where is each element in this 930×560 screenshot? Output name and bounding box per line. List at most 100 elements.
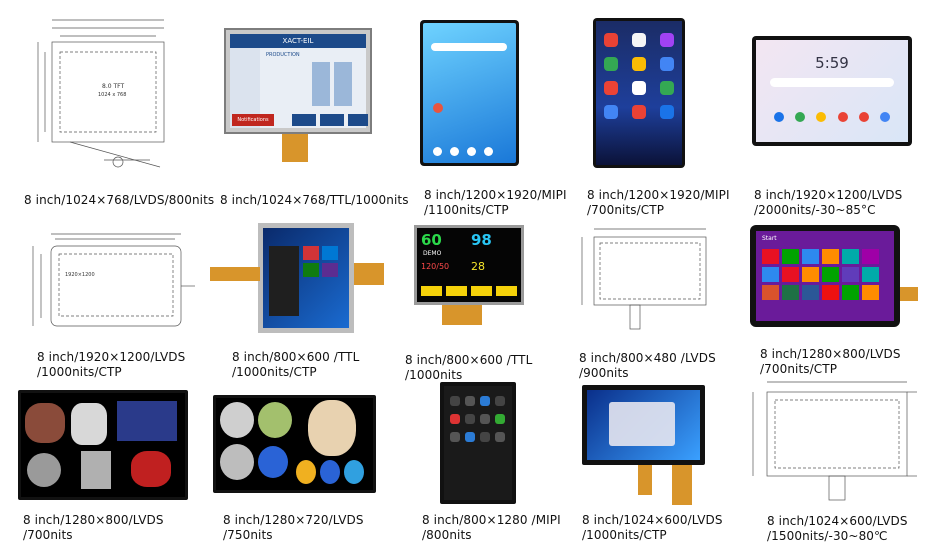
product-caption: 8 inch/1920×1200/LVDS /1000nits/CTP bbox=[37, 350, 186, 379]
product-caption: 8 inch/1920×1200/LVDS /2000nits/-30~85°C bbox=[754, 188, 903, 217]
product-tile-9[interactable]: 8 inch/800×480 /LVDS /900nits bbox=[570, 225, 740, 385]
search-bar bbox=[770, 78, 894, 87]
product-tile-13[interactable]: 8 inch/800×1280 /MIPI /800nits bbox=[420, 380, 570, 555]
windows-screen bbox=[587, 390, 700, 460]
imaging-screen bbox=[21, 393, 185, 497]
product-tile-14[interactable]: 8 inch/1024×600/LVDS /1000nits/CTP bbox=[582, 385, 747, 555]
product-caption: 8 inch/1024×768/LVDS/800nits bbox=[24, 193, 215, 207]
tft-label: 8.0 TFT bbox=[102, 83, 124, 90]
action-btn bbox=[348, 114, 368, 126]
product-caption: 8 inch/800×600 /TTL /1000nits/CTP bbox=[232, 350, 360, 379]
scan-image bbox=[320, 460, 340, 484]
product-tile-8[interactable]: 60 98 DEMO 120/50 28 8 inch/800×600 /TTL… bbox=[402, 225, 577, 385]
tiles bbox=[303, 246, 338, 277]
hr-value: 60 bbox=[421, 231, 442, 249]
product-photo bbox=[440, 382, 516, 504]
product-photo bbox=[420, 20, 519, 166]
app-grid bbox=[450, 396, 506, 442]
product-caption: 8 inch/1280×800/LVDS /700nits/CTP bbox=[760, 347, 901, 376]
scan-image bbox=[27, 453, 61, 487]
product-drawing bbox=[745, 378, 920, 508]
control-bar bbox=[421, 286, 517, 296]
clock-text: 5:59 bbox=[815, 54, 849, 72]
windows-screen: Start bbox=[756, 231, 894, 321]
product-photo: Start bbox=[750, 225, 900, 327]
scan-image bbox=[131, 451, 171, 487]
product-tile-1[interactable]: 8.0 TFT 1024 x 768 8 inch/1024×768/LVDS/… bbox=[10, 12, 214, 212]
app-grid bbox=[604, 33, 674, 119]
product-photo: 5:59 bbox=[752, 36, 912, 146]
product-drawing bbox=[570, 225, 715, 335]
product-caption: 8 inch/800×600 /TTL /1000nits bbox=[405, 353, 533, 382]
product-tile-2[interactable]: XACT-EIL PRODUCTION Notifications 8 inch… bbox=[220, 28, 410, 218]
product-tile-6[interactable]: 1920×1200 8 inch/1920×1200/LVDS /1000nit… bbox=[15, 228, 205, 383]
product-caption: 8 inch/1024×768/TTL/1000nits bbox=[220, 193, 409, 207]
product-caption: 8 inch/1200×1920/MIPI /700nits/CTP bbox=[587, 188, 730, 217]
product-caption: 8 inch/800×480 /LVDS /900nits bbox=[579, 351, 716, 380]
gauge-left bbox=[312, 62, 330, 106]
dimension-drawing bbox=[752, 381, 917, 501]
action-btn bbox=[292, 114, 316, 126]
product-tile-5[interactable]: 5:59 8 inch/1920×1200/LVDS /2000nits/-30… bbox=[752, 36, 927, 221]
fpc-cable bbox=[442, 305, 482, 325]
start-label: Start bbox=[762, 235, 777, 242]
dimension-drawing: 8.0 TFT 1024 x 768 bbox=[37, 19, 165, 168]
app-icon bbox=[433, 103, 443, 113]
spo2-value: 98 bbox=[471, 231, 492, 249]
notifications-button: Notifications bbox=[232, 114, 274, 126]
demo-label: DEMO bbox=[423, 250, 442, 257]
ui-screen: XACT-EIL PRODUCTION Notifications bbox=[230, 34, 368, 128]
dock bbox=[774, 112, 890, 122]
start-menu bbox=[269, 246, 299, 316]
fpc-tail bbox=[900, 287, 918, 301]
scan-image bbox=[220, 402, 254, 438]
product-photo bbox=[18, 390, 188, 500]
product-tile-4[interactable]: 8 inch/1200×1920/MIPI /700nits/CTP bbox=[585, 18, 735, 218]
product-caption: 8 inch/1200×1920/MIPI /1100nits/CTP bbox=[424, 188, 567, 217]
start-menu bbox=[609, 402, 675, 446]
android-screen bbox=[423, 23, 516, 163]
tiles bbox=[762, 249, 879, 300]
production-label: PRODUCTION bbox=[266, 52, 300, 58]
product-caption: 8 inch/1024×600/LVDS /1000nits/CTP bbox=[582, 513, 723, 542]
scan-image bbox=[81, 451, 111, 489]
scan-image bbox=[258, 402, 292, 438]
product-caption: 8 inch/800×1280 /MIPI /800nits bbox=[422, 513, 561, 542]
product-tile-10[interactable]: Start 8 inch/1280×800/LVDS /700nits/CTP bbox=[750, 225, 925, 380]
scan-image bbox=[117, 401, 177, 441]
dock bbox=[433, 147, 503, 157]
product-photo bbox=[582, 385, 705, 465]
monitor-screen: 60 98 DEMO 120/50 28 bbox=[417, 228, 521, 302]
scan-image bbox=[344, 460, 364, 484]
product-caption: 8 inch/1280×720/LVDS /750nits bbox=[223, 513, 364, 542]
product-tile-12[interactable]: 8 inch/1280×720/LVDS /750nits bbox=[213, 395, 388, 555]
fpc-tail bbox=[354, 263, 384, 285]
product-tile-7[interactable]: 8 inch/800×600 /TTL /1000nits/CTP bbox=[210, 223, 385, 383]
product-photo bbox=[258, 223, 354, 333]
fpc-cable bbox=[282, 134, 308, 162]
scan-image bbox=[220, 444, 254, 480]
android-screen bbox=[444, 386, 512, 500]
bp-value: 120/50 bbox=[421, 262, 450, 271]
product-photo bbox=[213, 395, 376, 493]
product-caption: 8 inch/1024×600/LVDS /1500nits/-30~80℃ bbox=[767, 514, 908, 543]
brand-header: XACT-EIL bbox=[230, 34, 366, 48]
product-photo: 60 98 DEMO 120/50 28 bbox=[414, 225, 524, 305]
product-photo: XACT-EIL PRODUCTION Notifications bbox=[224, 28, 372, 134]
android-screen: 5:59 bbox=[756, 40, 908, 142]
fpc-cable bbox=[210, 267, 260, 281]
product-drawing: 1920×1200 bbox=[15, 228, 200, 333]
product-tile-15[interactable]: 8 inch/1024×600/LVDS /1500nits/-30~80℃ bbox=[745, 378, 925, 556]
product-caption: 8 inch/1280×800/LVDS /700nits bbox=[23, 513, 164, 542]
imaging-screen bbox=[216, 398, 373, 490]
tft-res: 1920×1200 bbox=[65, 272, 95, 278]
tft-res: 1024 x 768 bbox=[98, 92, 126, 98]
fpc-cable bbox=[672, 465, 692, 505]
dimension-drawing: 1920×1200 bbox=[32, 233, 195, 327]
dimension-drawing bbox=[581, 228, 707, 330]
product-tile-3[interactable]: 8 inch/1200×1920/MIPI /1100nits/CTP bbox=[420, 20, 570, 220]
scan-image bbox=[71, 403, 107, 445]
fpc-cable bbox=[638, 465, 652, 495]
rr-value: 28 bbox=[471, 260, 485, 273]
product-tile-11[interactable]: 8 inch/1280×800/LVDS /700nits bbox=[18, 390, 198, 555]
